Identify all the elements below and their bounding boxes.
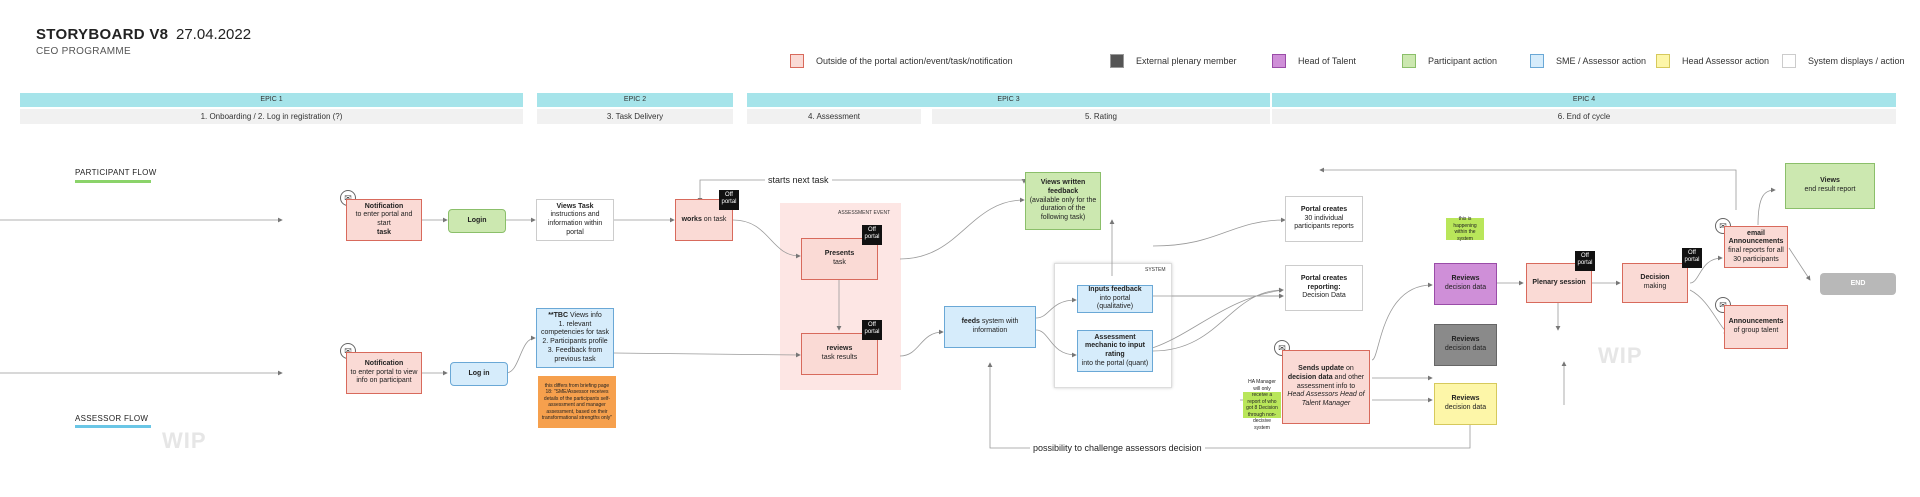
sticky-note-briefing-difference: this differs from briefing page 18: "SME…	[538, 376, 616, 428]
node-works-on-task: works on task	[675, 199, 733, 241]
legend-head-of-talent: Head of Talent	[1272, 54, 1356, 68]
legend-outside-portal: Outside of the portal action/event/task/…	[790, 54, 1013, 68]
page-title: STORYBOARD V8	[36, 26, 168, 43]
off-portal-badge: Off portal	[862, 320, 882, 340]
participant-flow-underline	[75, 180, 151, 183]
off-portal-badge: Off portal	[1575, 251, 1595, 271]
off-portal-badge: Off portal	[1682, 248, 1702, 268]
connector	[1319, 167, 1737, 210]
node-views-info-tbc: **TBC Views info 1. relevant competencie…	[536, 308, 614, 368]
system-label: SYSTEM	[1145, 267, 1166, 273]
legend-external-plenary: External plenary member	[1110, 54, 1237, 68]
assessor-flow-underline	[75, 425, 151, 428]
node-end: END	[1820, 273, 1896, 295]
page-date: 27.04.2022	[176, 26, 252, 43]
connector	[697, 179, 1024, 203]
connector	[899, 329, 944, 357]
node-feeds-system: feeds system with information	[944, 306, 1036, 348]
legend-swatch	[1530, 54, 1544, 68]
participant-flow-label: PARTICIPANT FLOW	[75, 168, 157, 177]
legend-swatch	[1272, 54, 1286, 68]
edge-label-challenge: possibility to challenge assessors decis…	[1030, 443, 1205, 453]
legend-participant-action: Participant action	[1402, 54, 1497, 68]
connector	[1689, 255, 1723, 284]
legend-swatch	[1402, 54, 1416, 68]
off-portal-badge: Off portal	[862, 225, 882, 245]
legend-swatch	[1110, 54, 1124, 68]
title-version: V8	[149, 26, 169, 43]
connector	[1035, 329, 1077, 358]
page-subtitle: CEO PROGRAMME	[36, 46, 132, 57]
title-text: STORYBOARD	[36, 26, 145, 43]
phase-rating: 5. Rating	[932, 109, 1270, 124]
off-portal-badge: Off portal	[719, 190, 739, 210]
connector	[613, 352, 801, 358]
connector	[899, 197, 1025, 260]
epic-2: EPIC 2	[537, 93, 733, 107]
legend-swatch	[1656, 54, 1670, 68]
connector	[505, 335, 536, 374]
sticky-note-ha-manager: HA Manager will only receive a report of…	[1243, 379, 1281, 431]
node-sends-update: Sends update on decision data and other …	[1282, 350, 1370, 424]
phase-task-delivery: 3. Task Delivery	[537, 109, 733, 124]
phase-assessment: 4. Assessment	[747, 109, 921, 124]
legend-swatch	[1782, 54, 1796, 68]
connector	[987, 362, 1471, 449]
node-login-assessor: Log in	[450, 362, 508, 386]
connector	[732, 219, 801, 259]
epic-1: EPIC 1	[20, 93, 523, 107]
phase-end-of-cycle: 6. End of cycle	[1272, 109, 1896, 124]
legend-head-assessor: Head Assessor action	[1656, 54, 1769, 68]
epic-3: EPIC 3	[747, 93, 1270, 107]
phase-onboarding: 1. Onboarding / 2. Log in registration (…	[20, 109, 523, 124]
connector	[1152, 287, 1284, 352]
wip-watermark: WIP	[162, 428, 207, 453]
wip-watermark: WIP	[1598, 343, 1643, 368]
connector	[1152, 217, 1286, 247]
connector	[1788, 247, 1811, 281]
connector	[1371, 282, 1433, 361]
node-login: Login	[448, 209, 506, 233]
node-views-written-feedback: Views written feedback(available only fo…	[1025, 172, 1101, 230]
connector	[1035, 297, 1077, 319]
edge-label-starts-next-task: starts next task	[765, 175, 832, 185]
connector	[1757, 187, 1776, 226]
legend-system: System displays / action	[1782, 54, 1905, 68]
assessment-event-label: ASSESSMENT EVENT	[838, 210, 891, 216]
sticky-note-system: this is happening within the system	[1446, 216, 1484, 242]
node-portal-creates-reporting: Portal creates reporting:Decision Data	[1285, 265, 1363, 311]
legend-sme-assessor: SME / Assessor action	[1530, 54, 1646, 68]
legend-swatch	[790, 54, 804, 68]
assessor-flow-label: ASSESSOR FLOW	[75, 414, 149, 423]
epic-4: EPIC 4	[1272, 93, 1896, 107]
